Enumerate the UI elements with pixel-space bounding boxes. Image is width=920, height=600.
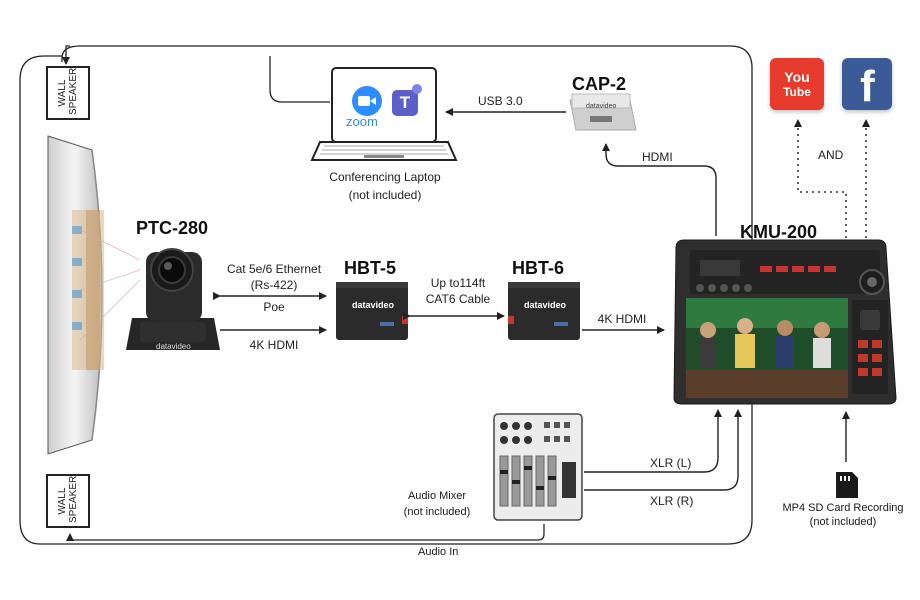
camera-brand: datavideo [156,342,191,351]
hbt5-title: HBT-5 [344,258,397,278]
teams-person-icon [412,84,422,94]
top-speaker-arrow [62,45,70,65]
kmu200-device [673,239,897,405]
ethernet-label-1: Cat 5e/6 Ethernet [226,262,322,276]
youtube-dotted-line [794,119,847,238]
ptz-camera-body [126,248,220,350]
kmu-title: KMU-200 [740,222,818,242]
outer-loop-line [19,45,753,545]
youtube-label-2: Tube [783,85,811,99]
camera-hdmi-label: 4K HDMI [249,338,299,352]
sd-card-shape [836,472,858,498]
teams-letter: T [399,93,411,112]
cap2-brand: datavideo [586,103,617,110]
mixer-label-1: Audio Mixer [407,490,467,502]
kmu-hdmi-label: 4K HDMI [597,312,647,326]
and-label: AND [818,148,844,162]
hbt6-brand: datavideo [524,300,567,310]
cap-hdmi-label: HDMI [642,150,673,164]
youtube-label-1: You [784,69,810,85]
camera-title: PTC-280 [136,218,209,238]
laptop-label-2: (not included) [348,188,422,202]
hbt6-title: HBT-6 [512,258,565,278]
xlr-l-label: XLR (L) [650,456,692,470]
xlr-r-label: XLR (R) [650,494,694,508]
teams-icon: T [392,90,418,116]
audio-in-line [66,524,545,541]
ethernet-label-3: Poe [263,300,285,314]
facebook-icon: f [842,58,892,111]
projection-screen [47,135,141,455]
cat6-label-1: Up to114ft [430,276,486,290]
bottom-wall-speaker: WALL SPEAKER [46,474,90,528]
audio-mixer-drawing [493,413,583,521]
sd-label-1: MP4 SD Card Recording [782,502,904,514]
bottom-speaker-label: WALL SPEAKER [57,475,79,523]
zoom-icon [352,86,382,116]
hbt5-box [336,282,408,340]
usb-label: USB 3.0 [478,94,523,108]
hbt6-box [508,282,580,340]
top-wall-speaker: WALL SPEAKER [46,66,90,120]
laptop-drawing [310,67,458,161]
facebook-letter: f [860,62,875,111]
cap2-title: CAP-2 [572,74,627,94]
hbt5-brand: datavideo [352,300,395,310]
cat6-label-2: CAT6 Cable [425,292,491,306]
laptop-audio-line [269,56,330,103]
cap-hdmi-line [602,143,717,236]
audio-in-label: Audio In [418,546,459,558]
sd-label-2: (not included) [809,516,877,528]
cap2-box [569,93,637,131]
ethernet-label-2: (Rs-422) [250,278,298,292]
mixer-label-2: (not included) [403,506,471,518]
xlr-l-line [584,409,722,473]
laptop-label-1: Conferencing Laptop [329,170,441,184]
top-speaker-label: WALL SPEAKER [57,67,79,115]
youtube-icon: You Tube [770,58,824,110]
xlr-r-line [584,409,742,491]
zoom-wordmark: zoom [346,114,378,129]
